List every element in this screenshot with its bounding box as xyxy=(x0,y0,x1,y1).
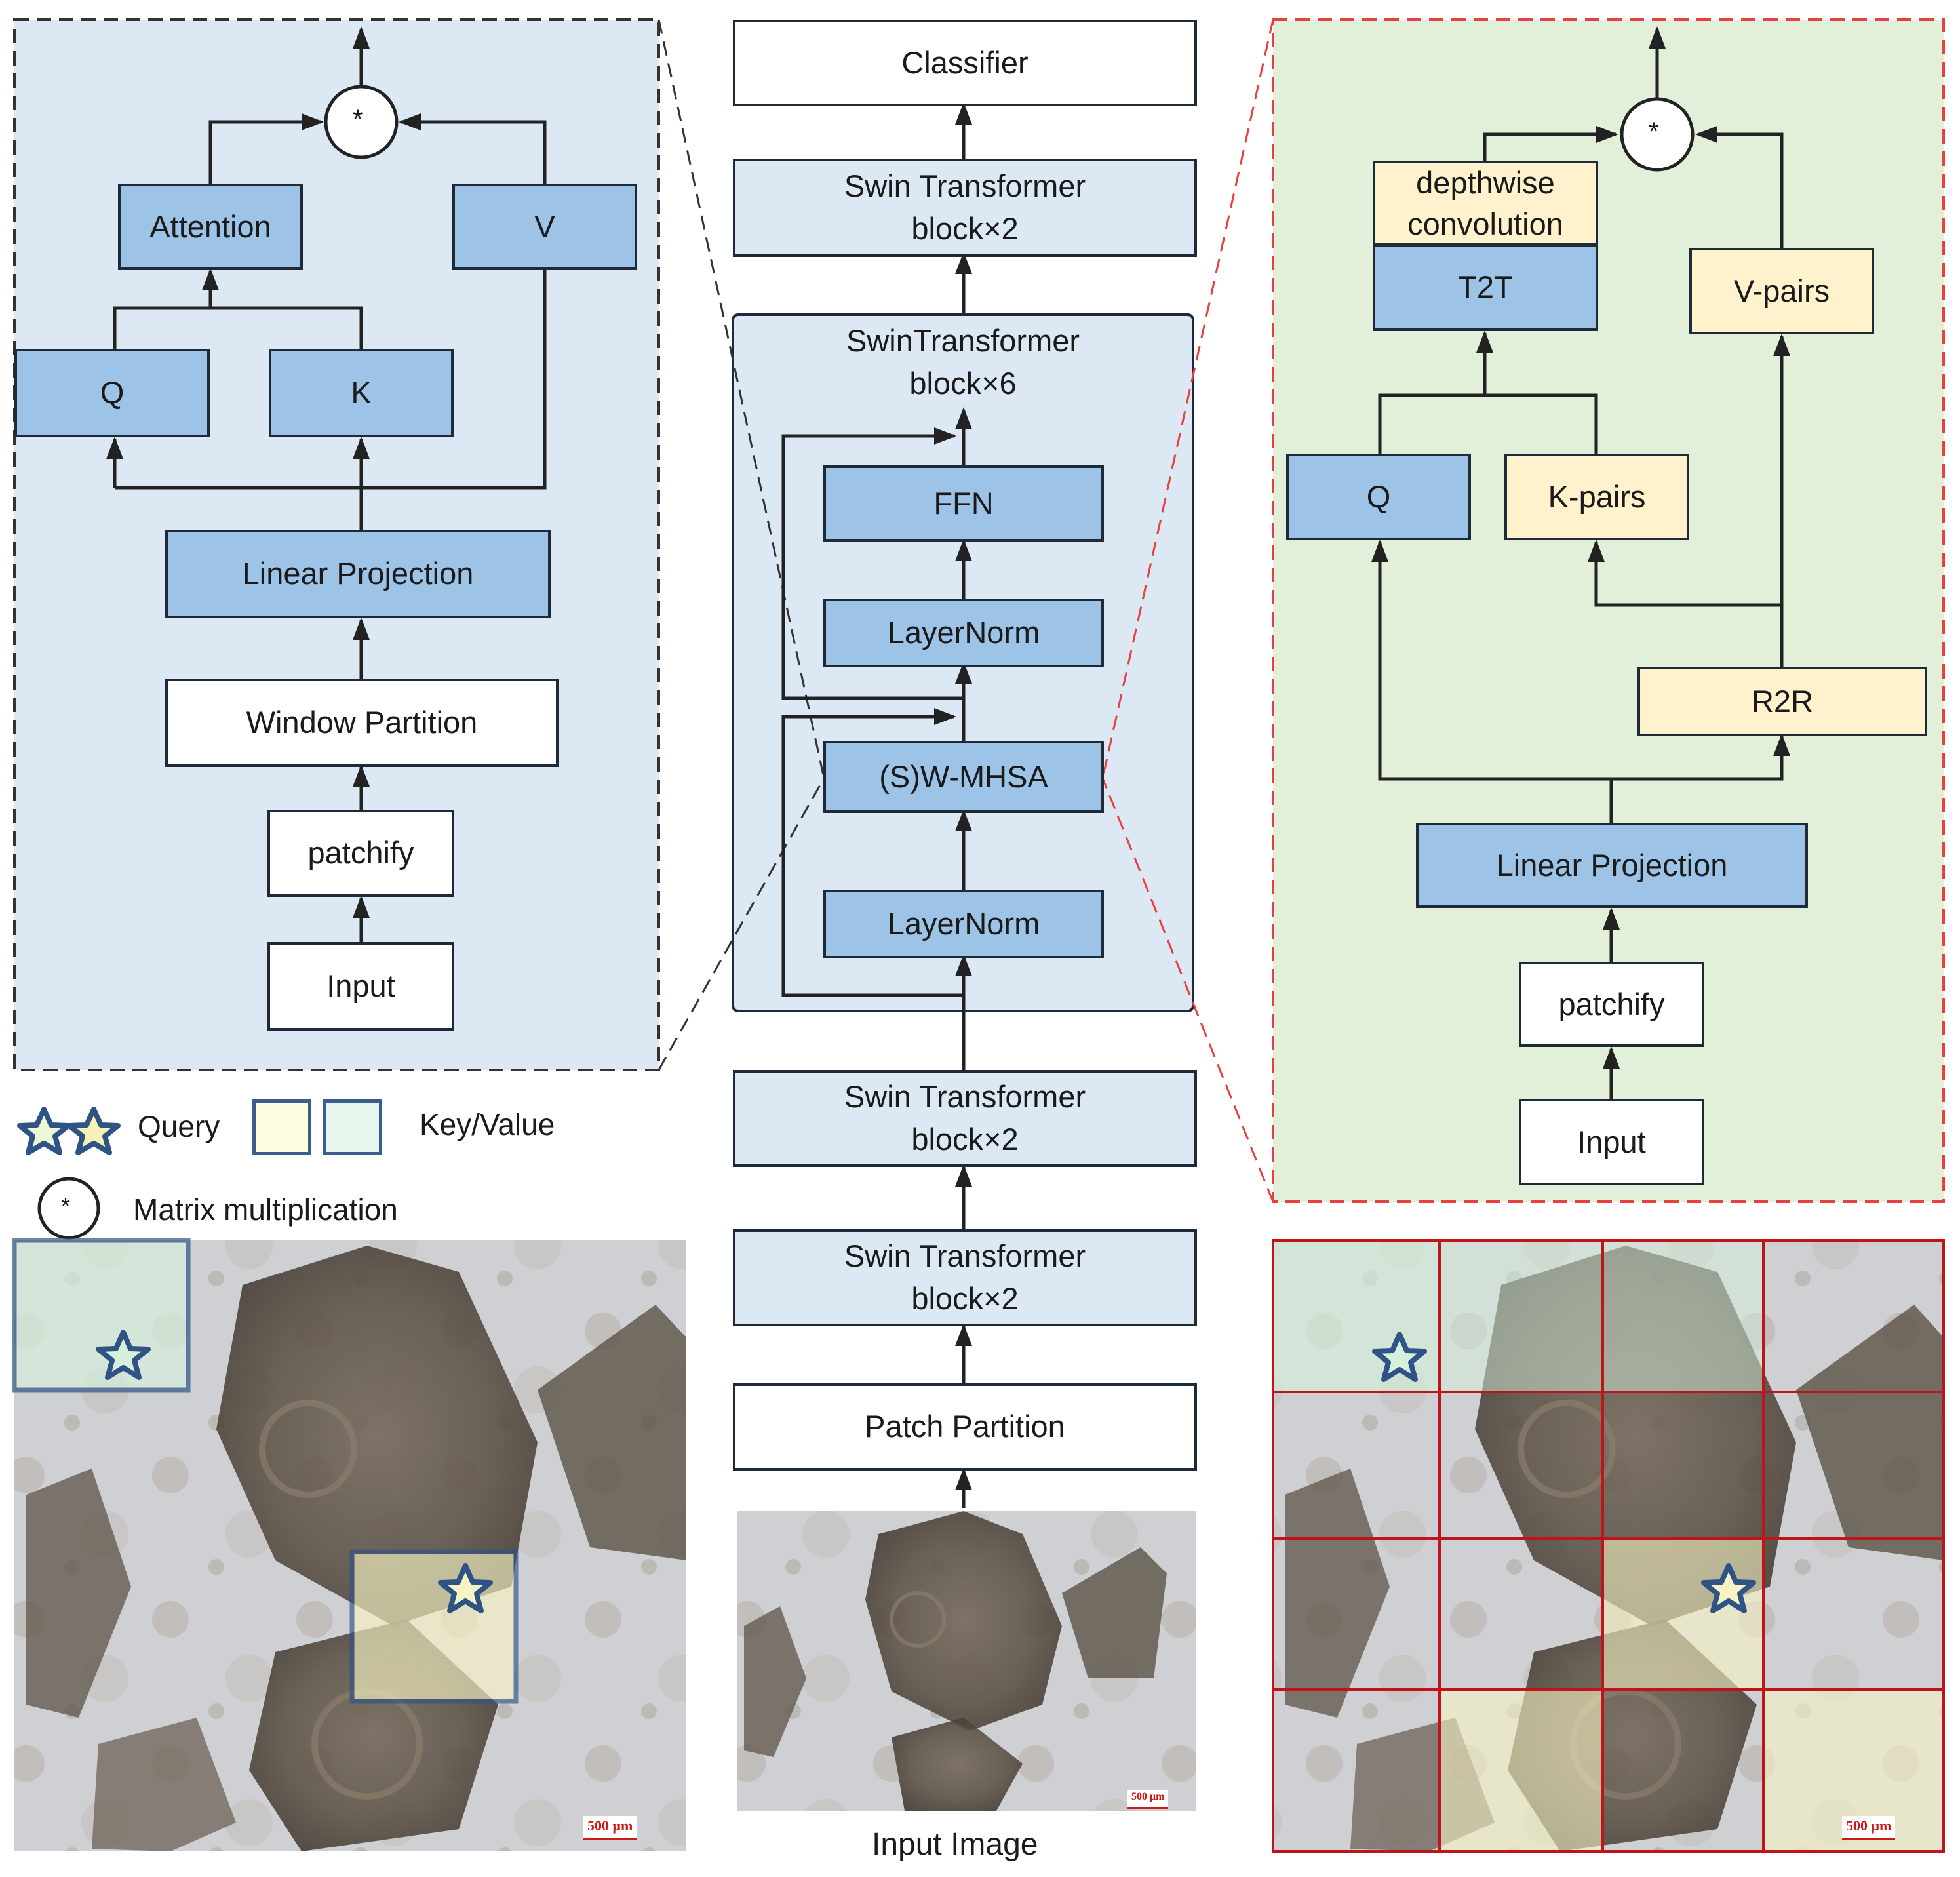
patch-partition-box: Patch Partition xyxy=(733,1383,1197,1471)
left-multiply-node xyxy=(324,85,399,159)
left-input-box: Input xyxy=(267,942,454,1031)
left-patchify-box: patchify xyxy=(267,810,454,897)
left-multiply-symbol: * xyxy=(353,105,363,134)
ffn-box: FFN xyxy=(823,465,1104,542)
center-column-arrows xyxy=(781,102,972,1508)
input-image-caption: Input Image xyxy=(872,1827,1038,1862)
swin-block-top-box: Swin Transformer block×2 xyxy=(733,159,1197,257)
legend-query-stars xyxy=(17,1107,121,1155)
left-window-partition-box: Window Partition xyxy=(165,679,559,767)
right-panel-arrows xyxy=(1371,26,1790,1099)
layernorm-upper-box: LayerNorm xyxy=(823,599,1104,667)
swin-block-x6-title: SwinTransformer block×6 xyxy=(846,323,1080,401)
right-patchify-box: patchify xyxy=(1519,962,1704,1047)
left-v-box: V xyxy=(452,184,637,270)
legend-matrix-multiplication-label: Matrix multiplication xyxy=(133,1193,398,1227)
classifier-box: Classifier xyxy=(733,20,1197,106)
legend-query-label: Query xyxy=(138,1109,220,1143)
layernorm-lower-box: LayerNorm xyxy=(823,890,1104,958)
zoom-connector-left xyxy=(657,19,825,1071)
right-multiply-symbol: * xyxy=(1649,117,1659,146)
v-pairs-box: V-pairs xyxy=(1689,248,1874,334)
left-linear-projection-box: Linear Projection xyxy=(165,530,551,618)
legend-key-swatch-yellow xyxy=(252,1099,311,1155)
left-attention-box: Attention xyxy=(118,184,303,270)
r2r-box: R2R xyxy=(1637,667,1927,736)
scale-bar-left: 500 μm xyxy=(583,1816,637,1840)
sw-mhsa-box: (S)W-MHSA xyxy=(823,741,1104,813)
right-linear-projection-box: Linear Projection xyxy=(1416,823,1808,908)
left-panel-arrows xyxy=(106,26,547,942)
left-micrograph xyxy=(12,1238,686,1851)
left-k-box: K xyxy=(269,349,454,437)
legend-multiply-symbol: * xyxy=(61,1193,71,1219)
legend-key-value-label: Key/Value xyxy=(420,1107,555,1141)
zoom-connector-right xyxy=(1101,19,1274,1202)
depthwise-convolution-box: depthwise convolution xyxy=(1373,161,1598,246)
right-q-box: Q xyxy=(1286,454,1471,540)
right-multiply-node xyxy=(1620,97,1695,172)
legend-value-swatch-green xyxy=(323,1099,382,1155)
k-pairs-box: K-pairs xyxy=(1504,454,1689,540)
legend-multiply-node xyxy=(37,1177,100,1240)
left-q-box: Q xyxy=(14,349,210,437)
swin-block-mid-box: Swin Transformer block×2 xyxy=(733,1070,1197,1167)
scale-bar-right: 500 μm xyxy=(1842,1816,1896,1840)
right-input-box: Input xyxy=(1519,1099,1704,1185)
center-micrograph xyxy=(737,1511,1196,1811)
swin-block-bottom-box: Swin Transformer block×2 xyxy=(733,1229,1197,1326)
right-micrograph xyxy=(1272,1239,1945,1853)
t2t-box: T2T xyxy=(1373,244,1598,331)
scale-bar-center: 500 μm xyxy=(1127,1790,1169,1809)
